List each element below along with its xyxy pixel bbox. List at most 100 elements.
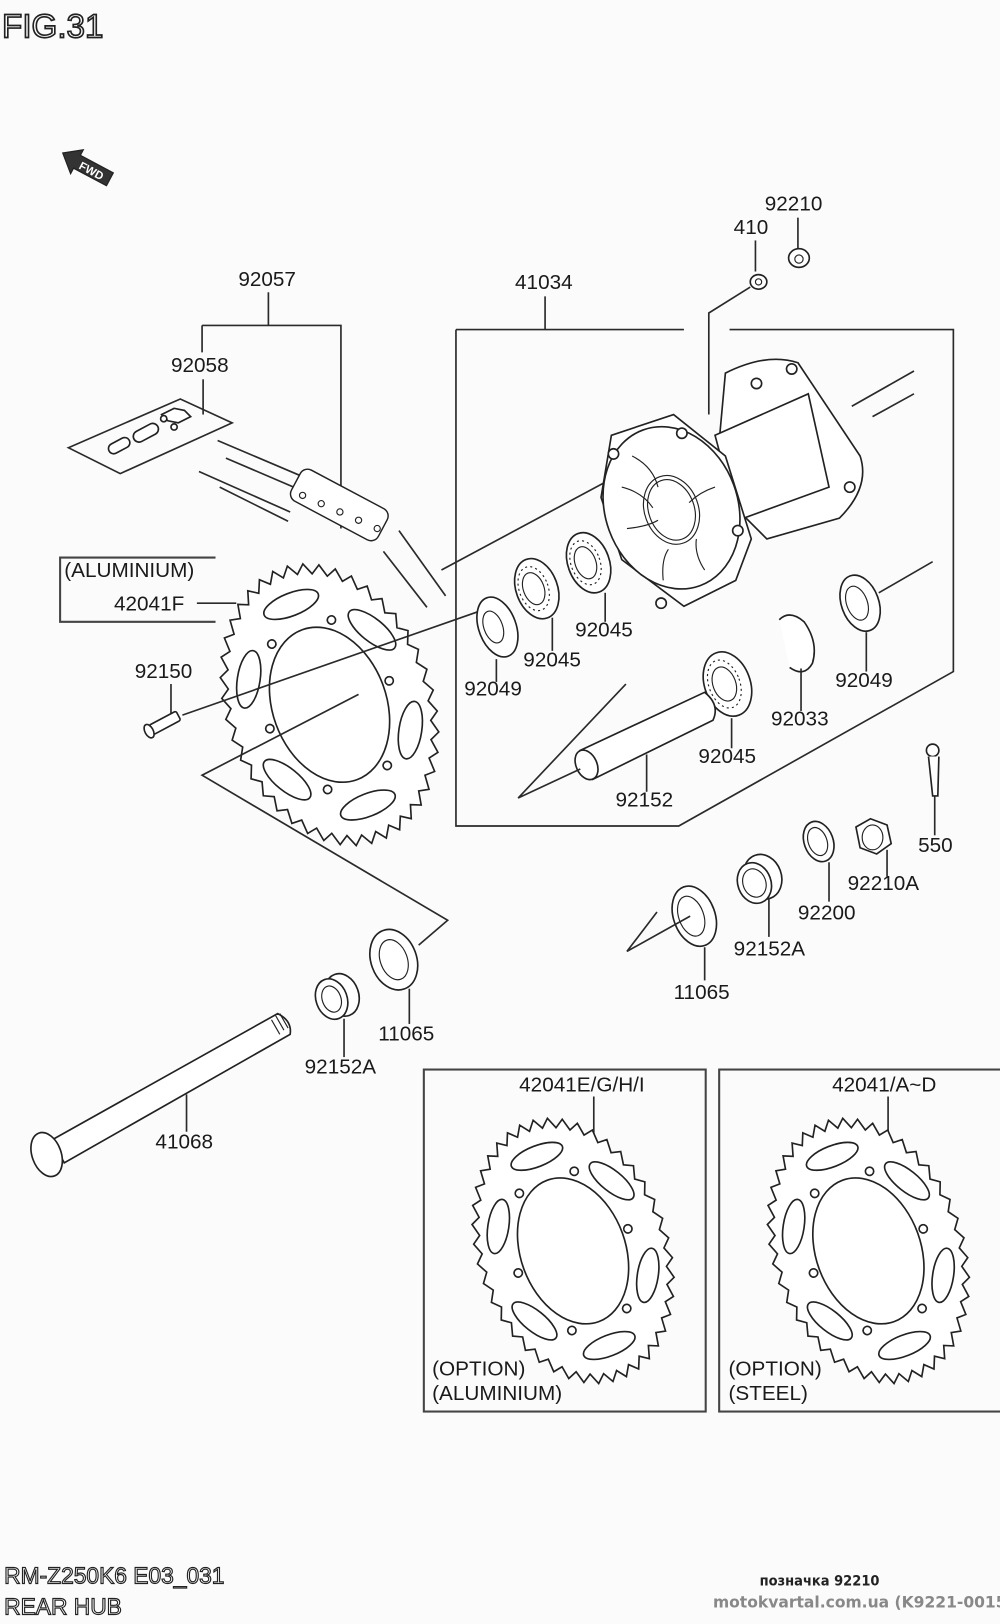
hub-assembly-callout: 41034 [455,271,955,827]
fwd-arrow-icon: FWD [61,149,115,187]
sprocket-bolt-hole [864,1166,875,1177]
oil-seal-92049-left [476,596,519,658]
sprocket-bolt-hole [384,675,395,686]
option-steel-part-number: 42041/A~D [832,1073,936,1096]
sprocket-bolt-hole [264,723,275,734]
washer-410 [749,273,768,290]
sprocket-lightening-slot [931,1247,956,1304]
sprocket-bolt-hole [918,1223,929,1234]
sprocket-lightening-slot [883,1161,931,1201]
sprocket-bolt-hole [862,1325,873,1336]
collar-92152A-right [736,853,783,905]
callout-41034: 41034 [515,271,573,294]
callout-410: 410 [734,216,769,239]
callout-92045-mid: 92045 [575,618,633,641]
option-panel-steel: 42041/A~D (OPTION) (STEEL) [718,1068,1000,1413]
sprocket-bolt-hole [322,784,333,795]
callout-42041F: 42041F [114,592,184,615]
castle-nut-92210A [855,817,893,855]
option-aluminium-note-2: (ALUMINIUM) [432,1382,562,1405]
rear-axle-41068 [30,1012,292,1178]
sprocket-bolt-hole [621,1303,632,1314]
sprocket-lightening-slot [588,1161,635,1201]
sprocket-lightening-slot [486,1198,511,1255]
sprocket-lightening-slot [339,789,397,821]
sprocket-bolt-hole [808,1267,819,1278]
washer-92200 [802,820,835,863]
callout-92152A-left: 92152A [305,1056,377,1079]
sprocket-lightening-slot [510,1141,564,1172]
sprocket-bolt-hole [622,1223,633,1234]
callout-92200: 92200 [798,901,856,924]
callout-92210: 92210 [765,192,823,215]
option-steel-note-2: (STEEL) [728,1382,807,1405]
option-aluminium-note-1: (OPTION) [432,1357,525,1380]
model-code: RM-Z250K6 E03_031 [4,1563,224,1589]
bearing-92045-right [702,651,753,717]
sprocket-center-bore [811,1177,925,1325]
sprocket-lightening-slot [781,1198,806,1255]
chain-callout: 92057 92058 [171,268,342,529]
option-panel-aluminium: 42041E/G/H/I (OPTION) (ALUMINIUM) [422,1068,707,1413]
sprocket-bolt [143,710,181,739]
oil-seal-11065-right [626,885,718,953]
callout-92049-right: 92049 [835,669,893,692]
callout-92045-right: 92045 [698,745,756,768]
sprocket-bolt-hole [514,1188,525,1199]
callout-92152: 92152 [616,788,674,811]
sprocket-bolt-hole [513,1267,524,1278]
oil-seal-92049-right [839,574,882,633]
sprocket-lightening-slot [635,1247,660,1304]
oil-seal-11065-left [369,928,419,991]
section-name: REAR HUB [4,1594,122,1620]
callout-92057: 92057 [238,268,296,291]
site-watermark: motokvartal.com.ua (K9221-00159) [713,1593,1000,1611]
sprocket-lightening-slot [262,588,320,621]
bearing-92045-mid [565,531,612,594]
sprocket-bolt-hole [566,1325,577,1336]
sprocket-lightening-slot [347,608,397,651]
callout-11065-right: 11065 [674,981,730,1004]
rear-sprocket-aluminium [219,562,440,848]
marker-text: позначка 92210 [760,1574,880,1590]
sprocket-bolt-hole [382,760,393,771]
sprocket-lightening-slot [262,758,312,801]
sprocket-center-bore [516,1177,630,1325]
figure-title: FIG.31 [2,8,103,45]
sprocket-bolt-hole [569,1166,580,1177]
sprocket-bolt-hole [809,1188,820,1199]
sprocket-bolt-hole [326,615,337,625]
drive-chain [198,439,447,608]
rear-hub-body [441,358,915,610]
hub-spacer-92152 [517,683,717,799]
sprocket-lightening-slot [511,1301,558,1341]
cotter-pin-550 [925,743,940,797]
callout-92045-left: 92045 [523,648,581,671]
callout-92058: 92058 [171,354,229,377]
callout-92152A-right: 92152A [734,938,806,961]
circlip-92033 [778,614,816,673]
sprocket-material-note: (ALUMINIUM) [64,559,194,582]
bearing-92045-left [513,557,560,620]
aluminium-note-box: (ALUMINIUM) 42041F [59,556,237,623]
callout-41068: 41068 [155,1130,213,1153]
option-aluminium-part-number: 42041E/G/H/I [519,1073,645,1096]
sprocket-lightening-slot [806,1301,853,1341]
sprocket-lightening-slot [877,1330,932,1361]
sprocket-lightening-slot [805,1141,859,1172]
callout-92150: 92150 [135,660,193,683]
sprocket-bolt-hole [266,639,277,649]
nut-92210 [787,247,811,269]
collar-92152A-left [314,972,361,1021]
sprocket-center-bore [268,626,391,784]
callout-11065-left: 11065 [378,1023,434,1046]
callout-550: 550 [918,834,953,857]
chain-joint-kit [66,398,235,475]
sprocket-bolt-hole [917,1303,928,1314]
sprocket-lightening-slot [582,1330,636,1361]
callout-92033: 92033 [771,707,829,730]
sprocket-lightening-slot [397,700,424,760]
option-steel-note-1: (OPTION) [728,1357,821,1380]
callout-92049-left: 92049 [464,677,522,700]
